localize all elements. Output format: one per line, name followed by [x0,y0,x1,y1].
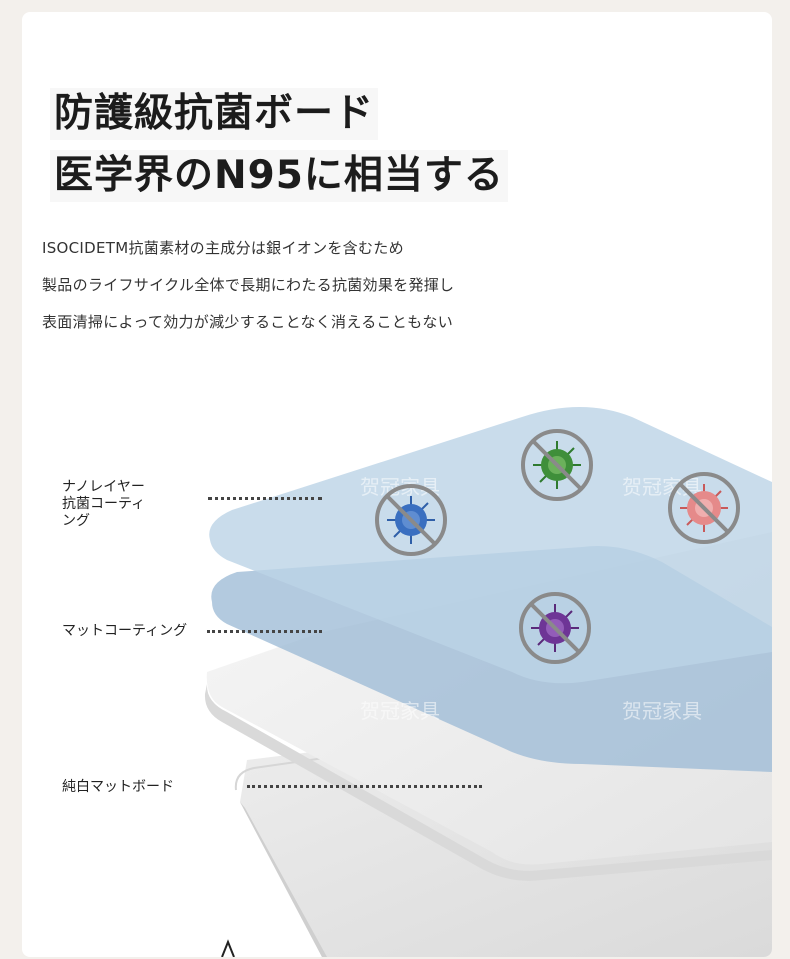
green-virus-icon [521,429,593,501]
nano-coating-label: ナノレイヤー 抗菌コーティ ング [62,479,146,529]
page-title-line2: 医学界のN95に相当する [50,150,508,202]
matte-coating-label: マットコーティング [62,623,188,639]
description-line: 表面清掃によって効力が減少することなく消えることもない [42,313,454,331]
watermark-text: 贺冠家具 [360,699,440,723]
caret-icon [221,939,235,957]
white-board-label: 純白マットボード [62,779,174,795]
matte-coating-leader [207,630,322,633]
layer-illustration: 贺冠家具 贺冠家具 贺冠家具 贺冠家具 [204,407,772,957]
page-title-line1: 防護級抗菌ボード [50,88,379,140]
purple-virus-icon [519,592,591,664]
product-card: 贺冠家具 贺冠家具 贺冠家具 贺冠家具 [22,12,772,957]
description-line: 製品のライフサイクル全体で長期にわたる抗菌効果を発揮し [42,276,455,294]
blue-virus-icon [375,484,447,556]
description-line: ISOCIDETM抗菌素材の主成分は銀イオンを含むため [42,239,404,257]
red-virus-icon [668,472,740,544]
watermark-text: 贺冠家具 [622,699,702,723]
nano-coating-layer [209,407,772,684]
nano-coating-leader [208,497,322,500]
white-board-leader [247,785,482,788]
